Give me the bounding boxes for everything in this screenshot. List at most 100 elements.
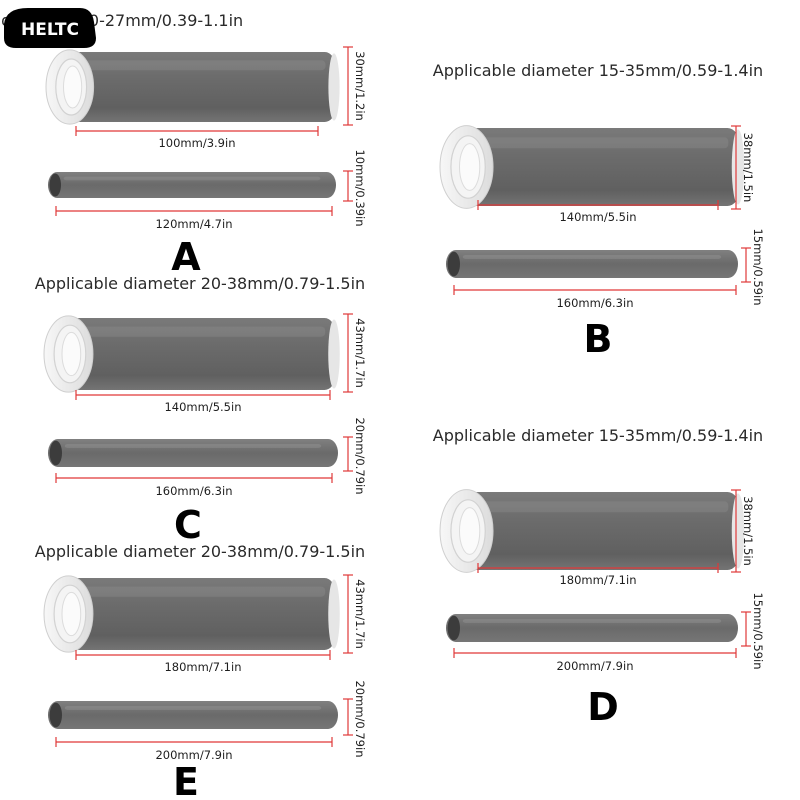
applicable-diameter-title: Applicable diameter 15-35mm/0.59-1.4in — [433, 426, 763, 445]
tube-opening — [447, 251, 460, 277]
sleeve-body — [65, 52, 336, 122]
tube-body — [446, 614, 738, 642]
applicable-diameter-title: Applicable diameter 20-38mm/0.79-1.5in — [35, 274, 365, 293]
tube-length-label: 160mm/6.3in — [556, 296, 633, 310]
tube-diameter-label: 15mm/0.59in — [751, 228, 765, 305]
sleeve-end-cap — [328, 53, 340, 121]
tube-highlight — [462, 255, 722, 259]
tube-length-dimension — [55, 473, 333, 483]
sleeve-length-label: 180mm/7.1in — [164, 660, 241, 674]
variant-letter: E — [173, 760, 199, 800]
sleeve-length-dimension — [75, 126, 319, 136]
tube-length-label: 200mm/7.9in — [155, 748, 232, 762]
sleeve-diameter-dimension — [731, 125, 741, 210]
spiral-core-hole — [61, 591, 82, 637]
sleeve-diameter-label: 38mm/1.5in — [741, 496, 755, 566]
spiral-core-hole — [61, 331, 82, 377]
tube-highlight — [63, 176, 321, 181]
tube-diameter-dimension — [741, 247, 751, 283]
sleeve-diameter-dimension — [343, 313, 353, 393]
tube-length-dimension — [453, 648, 737, 658]
product-e: Applicable diameter 20-38mm/0.79-1.5in 18… — [35, 542, 367, 800]
brand-logo: HELTC — [4, 8, 96, 48]
sleeve-highlight — [467, 501, 729, 513]
product-d: Applicable diameter 15-35mm/0.59-1.4in 18… — [433, 426, 765, 729]
tube-diameter-label: 20mm/0.79in — [353, 680, 367, 757]
tube-highlight — [64, 444, 322, 448]
cold-shrink-tube — [446, 614, 738, 642]
tube-opening — [49, 173, 61, 197]
logo-text: HELTC — [21, 20, 79, 40]
sleeve-diameter-dimension — [343, 574, 353, 654]
sleeve-body — [461, 128, 740, 206]
sleeve-length-dimension — [75, 650, 331, 660]
sleeve-end-cap — [328, 319, 340, 389]
tube-opening — [447, 615, 460, 641]
sleeve-highlight — [69, 326, 326, 337]
tube-diameter-label: 15mm/0.59in — [751, 592, 765, 669]
applicable-diameter-title: Applicable diameter 20-38mm/0.79-1.5in — [35, 542, 365, 561]
spiral-core-hole — [459, 143, 481, 191]
cold-shrink-sleeve — [439, 125, 745, 209]
tube-body — [48, 439, 338, 467]
tube-diameter-dimension — [343, 436, 353, 472]
cold-shrink-tube — [446, 250, 738, 278]
tube-highlight — [462, 619, 722, 623]
sleeve-diameter-dimension — [731, 489, 741, 573]
sleeve-length-label: 180mm/7.1in — [559, 573, 636, 587]
tube-opening — [49, 440, 62, 466]
variant-letter: B — [584, 317, 613, 361]
sleeve-length-label: 100mm/3.9in — [158, 136, 235, 150]
tube-body — [48, 172, 336, 198]
tube-length-label: 200mm/7.9in — [556, 659, 633, 673]
variant-letter: C — [174, 503, 202, 547]
cold-shrink-sleeve — [43, 315, 340, 393]
cold-shrink-tube — [48, 439, 338, 467]
tube-length-dimension — [453, 285, 737, 295]
cold-shrink-tube — [48, 701, 338, 729]
sleeve-highlight — [467, 137, 729, 149]
logo-badge-shape — [4, 8, 96, 48]
product-c: Applicable diameter 20-38mm/0.79-1.5in 14… — [35, 274, 367, 547]
sleeve-end-cap — [731, 493, 745, 569]
applicable-diameter-title: Applicable diameter 15-35mm/0.59-1.4in — [433, 61, 763, 80]
sleeve-diameter-label: 43mm/1.7in — [353, 579, 367, 649]
sleeve-end-cap — [328, 579, 340, 649]
sleeve-length-dimension — [75, 390, 331, 400]
sleeve-diameter-label: 30mm/1.2in — [353, 51, 367, 121]
sleeve-highlight — [70, 60, 326, 71]
sleeve-highlight — [69, 586, 326, 597]
variant-letter: D — [587, 685, 619, 729]
tube-diameter-dimension — [741, 611, 751, 647]
cold-shrink-sleeve — [45, 49, 340, 125]
tube-diameter-dimension — [343, 170, 353, 202]
product-a: Applicable diameter 10-27mm/0.39-1.1in10… — [0, 11, 367, 279]
tube-body — [446, 250, 738, 278]
sleeve-body — [64, 578, 336, 650]
sleeve-length-label: 140mm/5.5in — [164, 400, 241, 414]
tube-length-dimension — [55, 737, 333, 747]
sleeve-length-label: 140mm/5.5in — [559, 210, 636, 224]
cold-shrink-tube — [48, 172, 336, 198]
tube-diameter-label: 20mm/0.79in — [353, 417, 367, 494]
tube-highlight — [64, 706, 322, 710]
sleeve-diameter-label: 38mm/1.5in — [741, 133, 755, 203]
sleeve-diameter-label: 43mm/1.7in — [353, 318, 367, 388]
cold-shrink-sleeve — [43, 575, 340, 653]
spiral-core-hole — [63, 65, 83, 109]
spiral-core-hole — [459, 507, 481, 555]
sleeve-end-cap — [731, 129, 745, 205]
variant-letter: A — [171, 235, 201, 279]
sleeve-length-dimension — [477, 200, 719, 210]
tube-body — [48, 701, 338, 729]
tube-length-label: 120mm/4.7in — [155, 217, 232, 231]
sleeve-diameter-dimension — [343, 46, 353, 126]
tube-length-dimension — [55, 206, 333, 216]
sleeve-body — [461, 492, 740, 570]
tube-diameter-label: 10mm/0.39in — [353, 149, 367, 226]
sleeve-body — [64, 318, 336, 390]
product-b: Applicable diameter 15-35mm/0.59-1.4in 14… — [433, 61, 765, 361]
tube-length-label: 160mm/6.3in — [155, 484, 232, 498]
tube-opening — [49, 702, 62, 728]
